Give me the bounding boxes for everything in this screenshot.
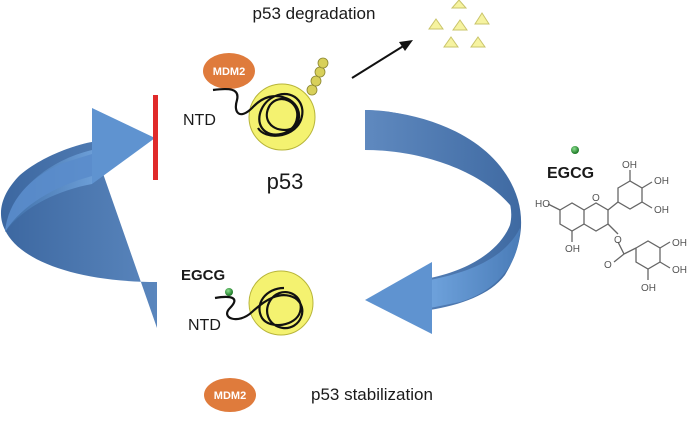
left-cycle-arrow: [0, 108, 158, 328]
chem-o-ester: O: [614, 235, 622, 246]
chem-o-ring: O: [592, 193, 600, 204]
p53-egcg-complex: EGCG NTD: [181, 267, 314, 336]
right-arrow-band: [365, 110, 522, 310]
ntd-label-bottom: NTD: [188, 317, 221, 334]
ntd-label-top: NTD: [183, 112, 216, 129]
chem-o-carbonyl: O: [604, 260, 612, 271]
degradation-arrow: [351, 40, 413, 79]
mdm2-blob: [203, 53, 255, 89]
degraded-fragments: [428, 0, 490, 48]
fragment-triangle: [474, 12, 490, 25]
right-cycle-arrow: [365, 110, 522, 334]
ubiquitin: [310, 75, 322, 87]
egcg-label-structure: EGCG: [547, 165, 594, 182]
chem-oh: OH: [641, 283, 656, 294]
ubiquitin-chain: [306, 57, 329, 96]
p53-label: p53: [267, 169, 304, 194]
right-arrowhead: [365, 262, 432, 334]
chem-oh: OH: [672, 238, 687, 249]
egcg-label-bottom: EGCG: [181, 267, 225, 284]
title-degradation: p53 degradation: [253, 4, 376, 23]
ubiquitin: [306, 84, 318, 96]
mdm2-free-blob: [204, 378, 256, 412]
chem-oh: OH: [672, 265, 687, 276]
ubiquitin: [317, 57, 329, 69]
egcg-dot: [571, 146, 579, 154]
egcg-skeletal-formula: [547, 170, 671, 280]
p53-chain: [212, 87, 304, 137]
left-arrowhead: [92, 108, 155, 184]
egcg-structure: EGCG HO OH O OH: [535, 146, 687, 294]
mdm2-free-label: MDM2: [214, 390, 246, 402]
chem-oh: OH: [654, 205, 669, 216]
fragment-triangle: [452, 19, 468, 31]
chem-ho: HO: [535, 199, 550, 210]
mdm2-label: MDM2: [213, 66, 245, 78]
chem-oh: OH: [622, 160, 637, 171]
inhibition-bar: [153, 95, 158, 180]
p53-mdm2-complex: MDM2 NTD p53: [183, 53, 329, 194]
chem-oh: OH: [565, 244, 580, 255]
fragment-triangle: [443, 36, 459, 48]
fragment-triangle: [428, 18, 444, 30]
fragment-triangle: [450, 0, 468, 9]
ubiquitin: [314, 66, 326, 78]
right-arrow-lower-band: [430, 228, 520, 308]
fragment-triangle: [470, 36, 486, 48]
p53-chain-stabilized: [214, 286, 304, 330]
title-stabilization: p53 stabilization: [311, 385, 433, 404]
chem-oh: OH: [654, 176, 669, 187]
egcg-molecule-dot: [225, 288, 233, 296]
